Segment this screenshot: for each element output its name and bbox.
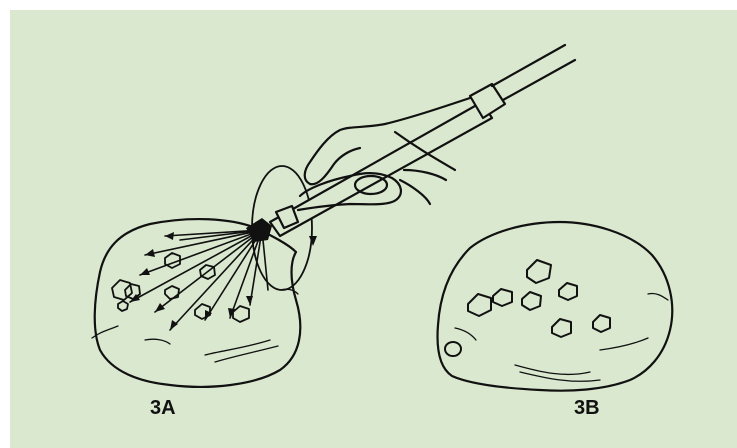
probe-cable: [492, 45, 565, 86]
organ-3a-tissue-line: [205, 340, 270, 355]
arrowhead: [228, 308, 235, 318]
arrowhead: [165, 232, 174, 240]
organ-3b-outline: [438, 222, 673, 391]
crystal: [593, 315, 610, 332]
crystal: [522, 292, 541, 310]
radiating-needles: [130, 230, 268, 330]
crystals-3a: [112, 253, 249, 322]
organ-3b-tissue-line: [600, 338, 648, 350]
organ-3b: [438, 222, 673, 391]
crystal: [233, 306, 249, 322]
finger: [400, 180, 430, 204]
organ-3b-tissue-line: [648, 293, 668, 300]
figure-label-3a: 3A: [150, 397, 176, 420]
crystals-3b: [445, 260, 610, 356]
probe-shaft: [270, 102, 492, 236]
crystal: [445, 342, 461, 356]
crystal: [559, 283, 577, 300]
crystal: [493, 289, 512, 306]
crystal: [552, 319, 571, 337]
finger: [404, 170, 446, 180]
needle: [130, 230, 262, 302]
organ-3b-tissue-line: [520, 372, 600, 381]
figure-label-3b: 3B: [574, 397, 600, 420]
arrowhead: [145, 249, 155, 257]
needle: [155, 230, 262, 312]
arrowhead: [140, 268, 150, 275]
organ-3b-tissue-line: [455, 328, 476, 340]
crystal: [118, 301, 128, 311]
crystal: [165, 286, 179, 299]
arrowhead: [246, 296, 253, 305]
crystal: [527, 260, 551, 283]
organ-3a-tissue-line: [215, 346, 278, 362]
needle-arrowheads: [130, 232, 253, 330]
arrowhead: [155, 303, 165, 312]
probe-cable: [503, 60, 575, 100]
crystal: [468, 294, 491, 316]
organ-3a-tissue-line: [145, 339, 170, 344]
